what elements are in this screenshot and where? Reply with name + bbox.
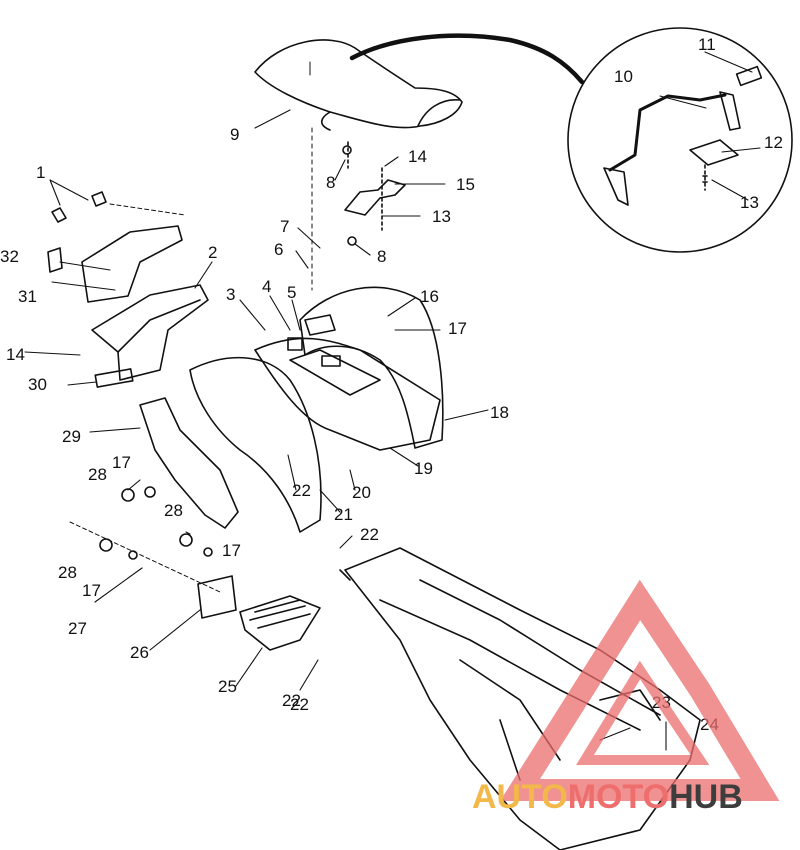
callout-20: 20 bbox=[352, 483, 371, 502]
callout-5: 5 bbox=[287, 283, 296, 302]
callout-28: 28 bbox=[58, 563, 77, 582]
detail-leader-cable bbox=[349, 33, 585, 85]
callout-10: 10 bbox=[614, 67, 633, 86]
callout-22: 22 bbox=[292, 481, 311, 500]
callout-21: 21 bbox=[334, 505, 353, 524]
callout-11: 11 bbox=[698, 35, 716, 54]
svg-text:AUTOMOTOHUB: AUTOMOTOHUB bbox=[472, 778, 743, 816]
callout-22: 22 bbox=[360, 525, 379, 544]
callout-31: 31 bbox=[18, 287, 37, 306]
callout-6: 6 bbox=[274, 240, 283, 259]
callout-13: 13 bbox=[740, 193, 759, 212]
callout-9: 9 bbox=[230, 125, 239, 144]
callout-28: 28 bbox=[164, 501, 183, 520]
callout-17: 17 bbox=[112, 453, 131, 472]
grab-bar-part bbox=[608, 93, 727, 172]
callout-17: 17 bbox=[222, 541, 241, 560]
bracket-part bbox=[689, 139, 739, 166]
watermark-triangle-icon bbox=[500, 579, 780, 801]
detail-circle bbox=[567, 27, 793, 253]
callout-7: 7 bbox=[280, 217, 289, 236]
callout-29: 29 bbox=[62, 427, 81, 446]
callout-14: 14 bbox=[408, 147, 427, 166]
callout-1: 1 bbox=[36, 163, 45, 182]
seat-bracket-part bbox=[344, 179, 406, 216]
callout-8: 8 bbox=[326, 173, 335, 192]
callout-2: 2 bbox=[208, 243, 217, 262]
watermark-text-auto: AUTO bbox=[472, 778, 568, 816]
battery-cover-part bbox=[81, 225, 183, 303]
callout-8: 8 bbox=[377, 247, 386, 266]
callout-12: 12 bbox=[764, 133, 783, 152]
rear-fender-part bbox=[299, 286, 444, 449]
callout-18: 18 bbox=[490, 403, 509, 422]
callout-32: 32 bbox=[0, 247, 19, 266]
watermark-logo: AUTOMOTOHUB bbox=[472, 579, 780, 816]
callout-30: 30 bbox=[28, 375, 47, 394]
callout-25: 25 bbox=[218, 677, 237, 696]
callout-4: 4 bbox=[262, 277, 271, 296]
callout-19: 19 bbox=[414, 459, 433, 478]
callout-13: 13 bbox=[432, 207, 451, 226]
watermark-text-hub: HUB bbox=[669, 778, 743, 816]
footrest-bracket-part bbox=[197, 575, 237, 619]
callout-22: 22 bbox=[282, 691, 301, 710]
callout-16: 16 bbox=[420, 287, 439, 306]
side-fender-part bbox=[189, 356, 322, 533]
callout-15: 15 bbox=[456, 175, 475, 194]
callout-3: 3 bbox=[226, 285, 235, 304]
callout-26: 26 bbox=[130, 643, 149, 662]
callout-14: 14 bbox=[6, 345, 25, 364]
callout-28: 28 bbox=[88, 465, 107, 484]
mud-flap-part bbox=[139, 397, 239, 529]
callout-22: 22 bbox=[290, 695, 309, 714]
watermark-text-moto: MOTO bbox=[568, 778, 669, 816]
callout-27: 27 bbox=[68, 619, 87, 638]
callout-17: 17 bbox=[82, 581, 101, 600]
footrest-part bbox=[239, 595, 321, 651]
battery-box-part bbox=[91, 284, 209, 381]
callout-17: 17 bbox=[448, 319, 467, 338]
